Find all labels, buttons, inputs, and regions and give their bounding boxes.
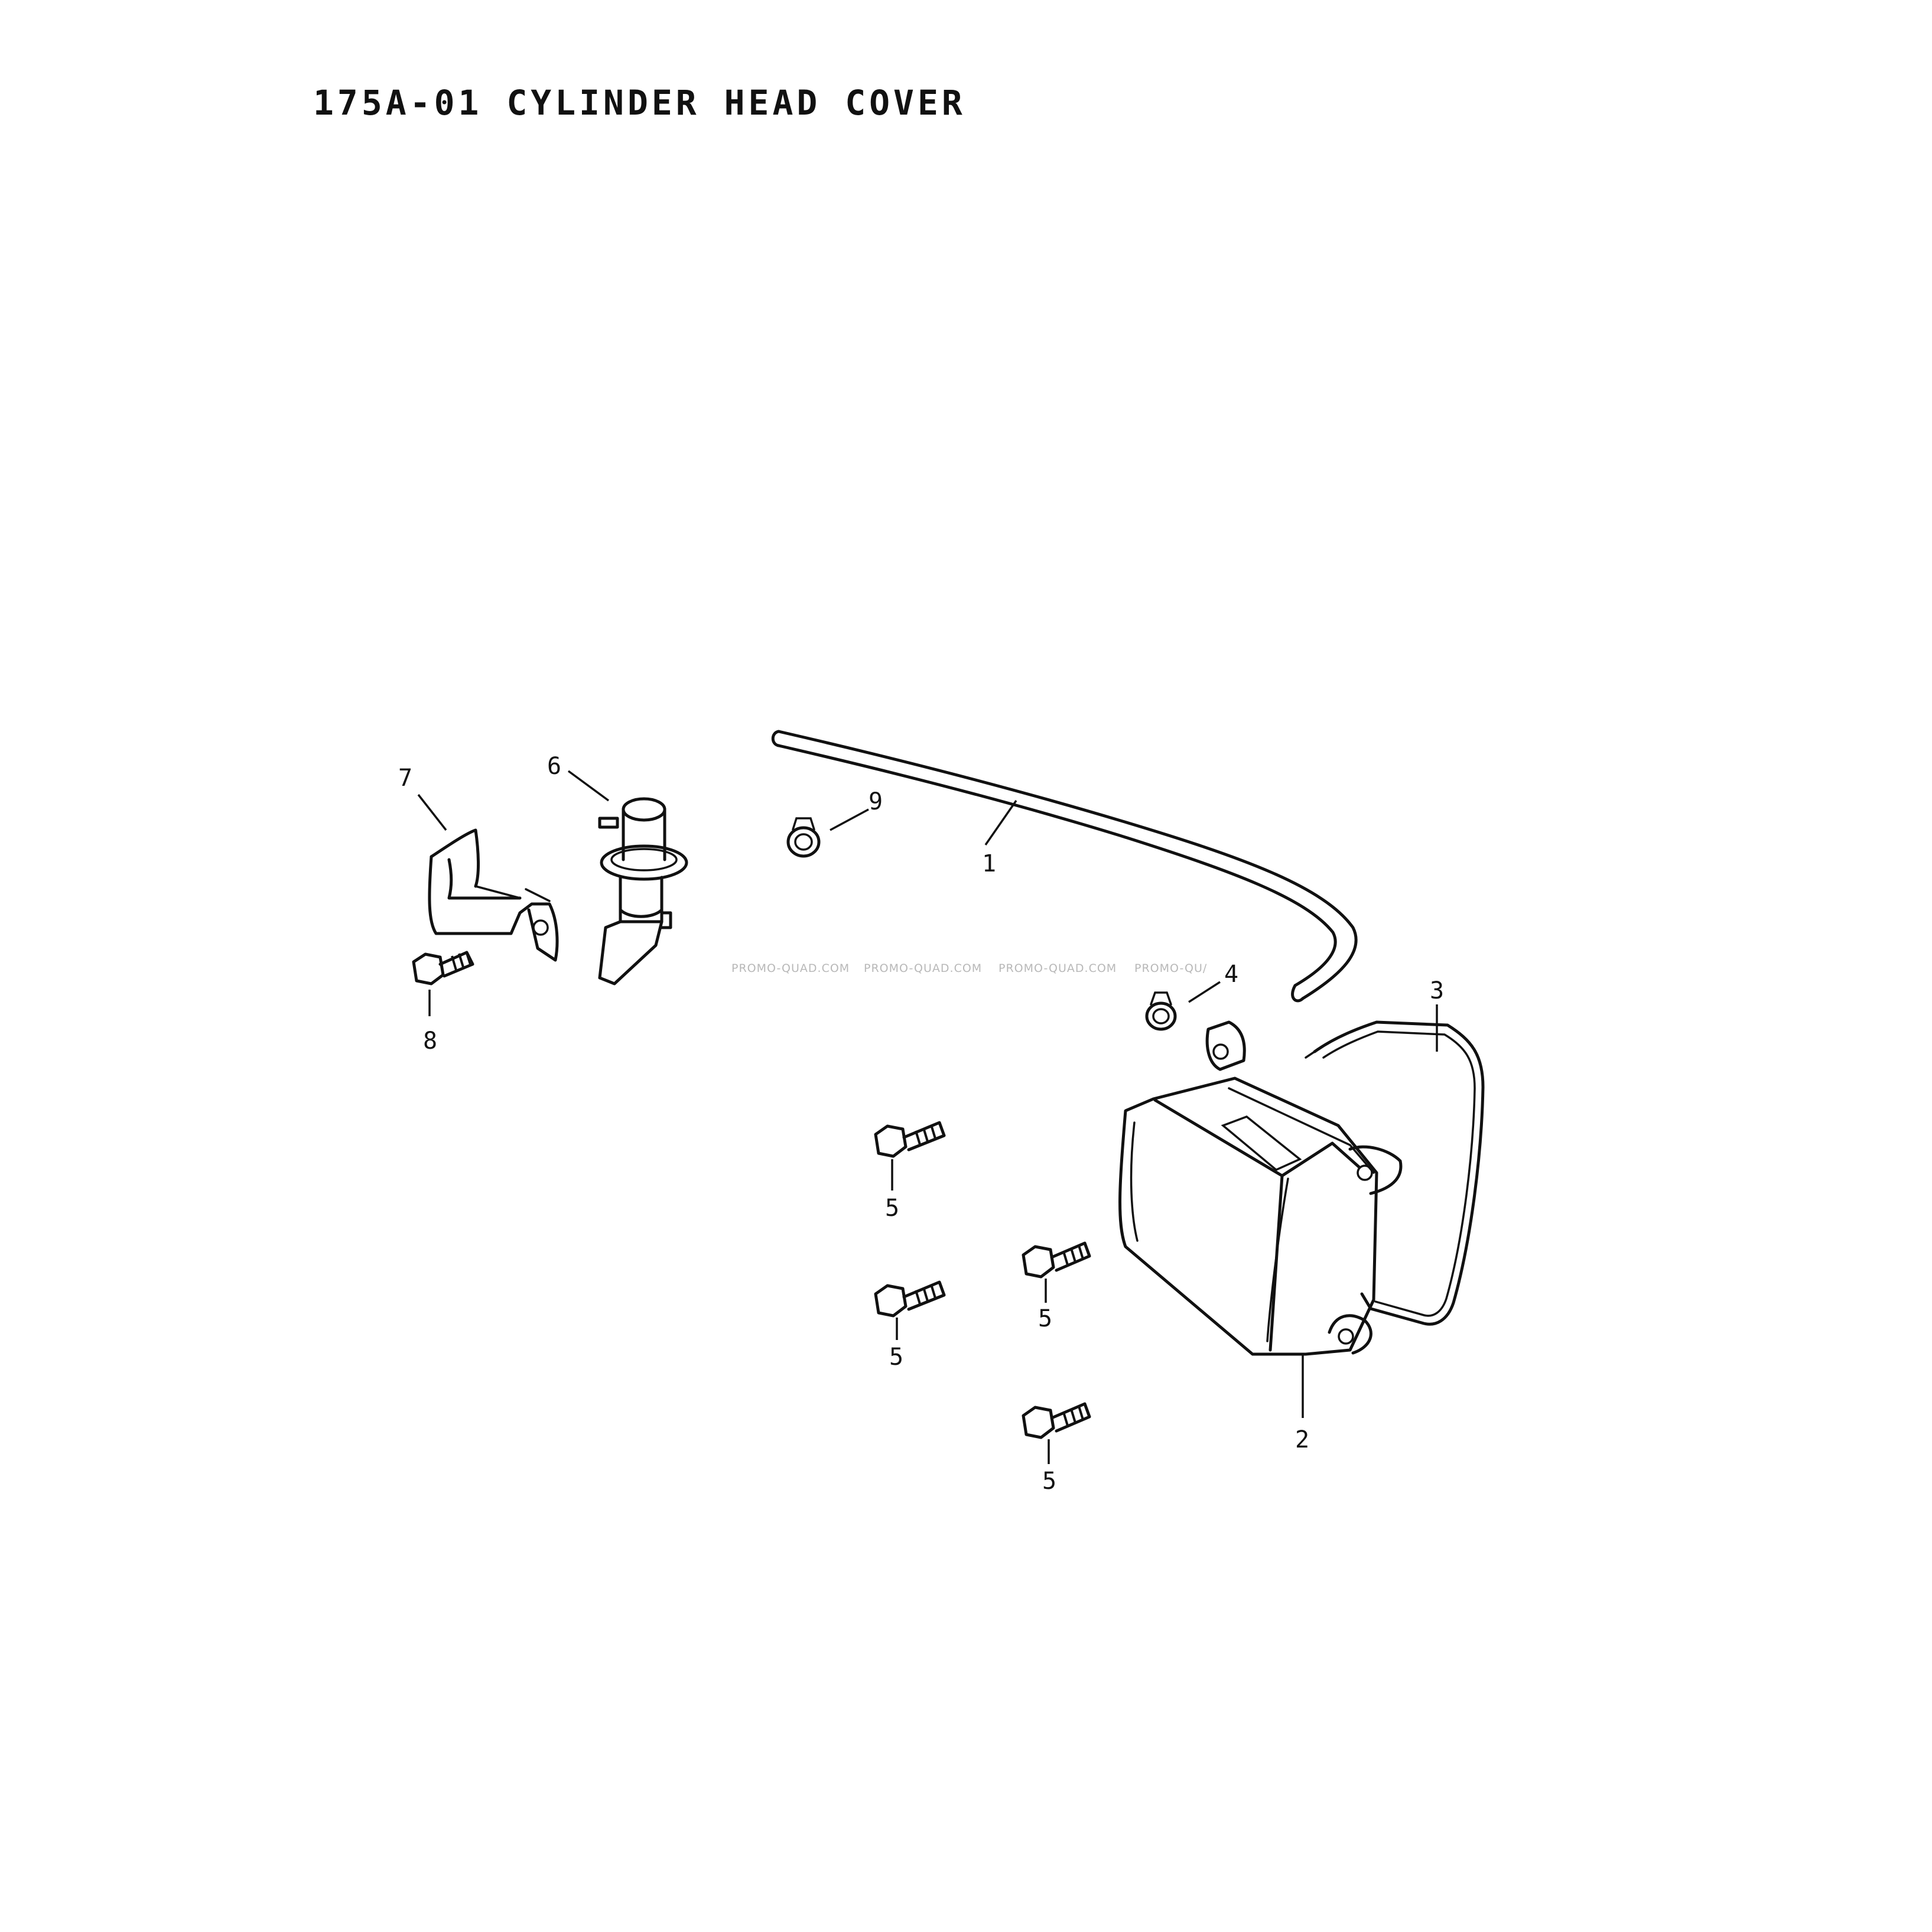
hose-clip — [1145, 981, 1221, 1031]
watermark-text: PROMO-QU/ — [1134, 962, 1208, 975]
bracket-bolt — [412, 951, 474, 1016]
flange-bolt — [1022, 1241, 1091, 1303]
callout-7: 7 — [398, 765, 412, 792]
callout-4: 4 — [1224, 961, 1238, 988]
callout-5: 5 — [1042, 1468, 1056, 1495]
diagram-title: 175A-01 CYLINDER HEAD COVER — [313, 83, 966, 123]
flange-bolt — [1022, 1402, 1091, 1464]
hose-clip — [786, 808, 869, 858]
callout-1: 1 — [982, 850, 996, 877]
callout-9: 9 — [869, 788, 883, 815]
callout-5: 5 — [885, 1195, 899, 1222]
flange-bolt — [874, 1121, 946, 1191]
callout-3: 3 — [1430, 977, 1444, 1004]
watermark-text: PROMO-QUAD.COM — [864, 962, 983, 975]
callout-6: 6 — [547, 753, 561, 780]
breather-valve — [567, 770, 688, 985]
callout-2: 2 — [1295, 1426, 1309, 1453]
cylinder-head-cover — [1118, 1020, 1403, 1418]
hose-bracket — [417, 793, 559, 962]
callout-5: 5 — [889, 1344, 903, 1371]
cover-gasket — [1305, 1004, 1485, 1326]
callout-5: 5 — [1038, 1305, 1052, 1332]
watermark-text: PROMO-QUAD.COM — [731, 962, 850, 975]
callout-8: 8 — [423, 1027, 437, 1055]
flange-bolt — [874, 1280, 946, 1340]
watermark-text: PROMO-QUAD.COM — [998, 962, 1117, 975]
breather-hose — [771, 730, 1358, 1003]
